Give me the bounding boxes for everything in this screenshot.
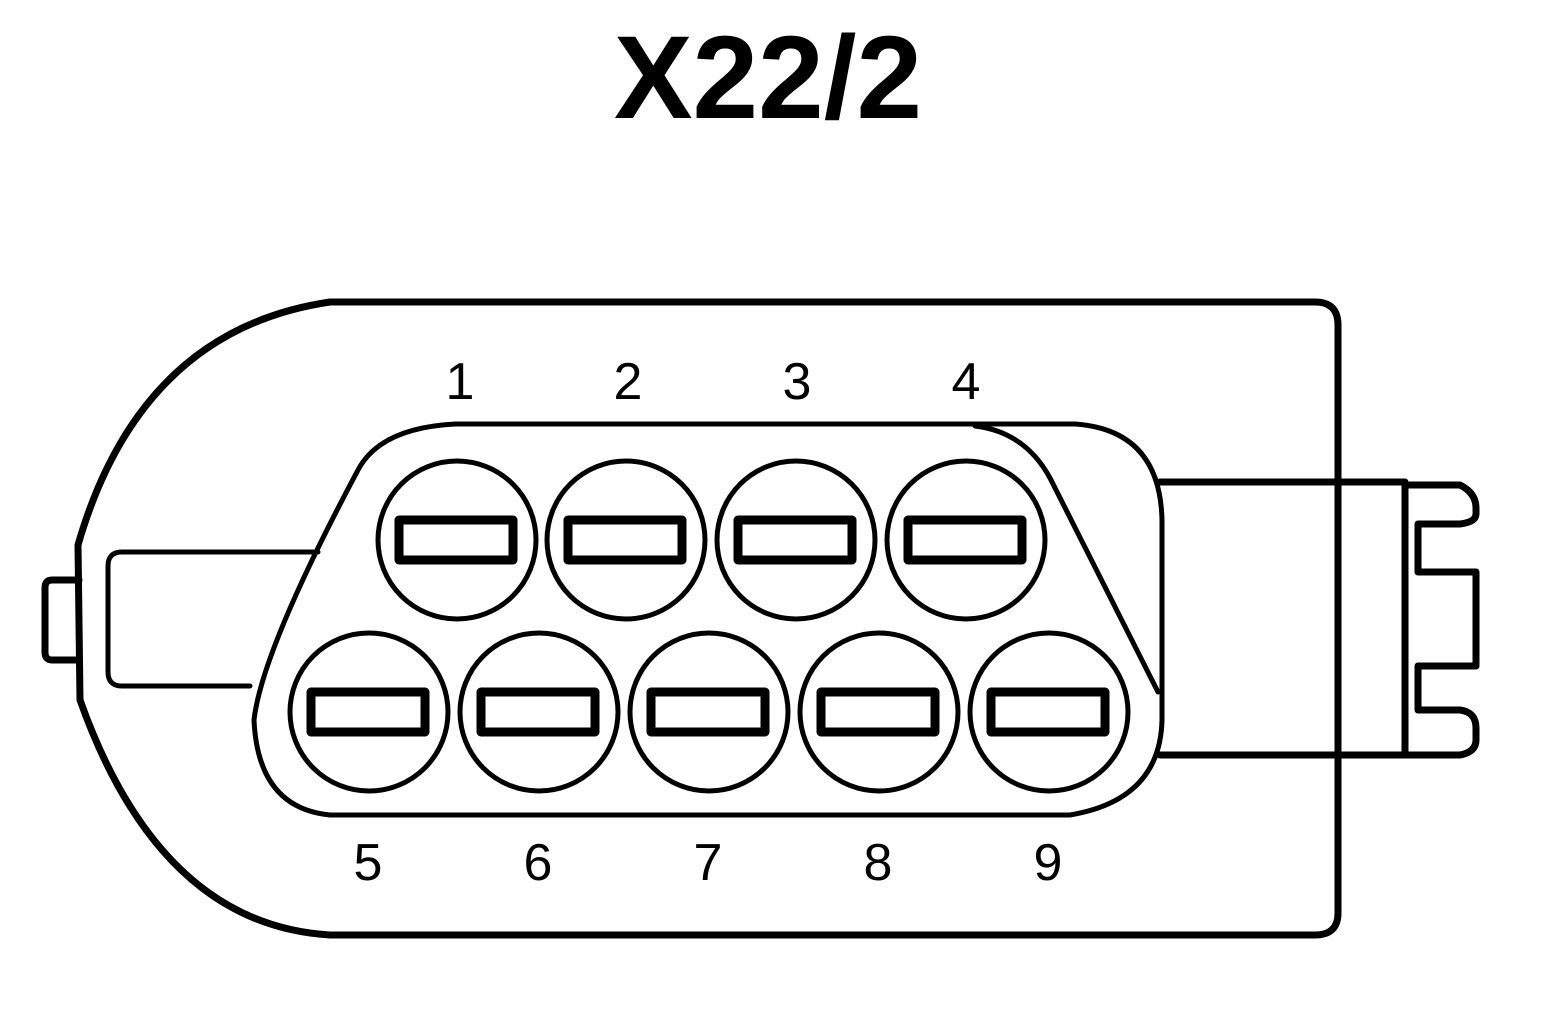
pin-cavity-outline [251,421,1165,818]
connector-housing [74,298,1342,939]
pin-4 [884,458,1048,622]
rear-lock-block [1156,478,1409,759]
pin-cavity-chamfer [972,423,1161,695]
pin-9 [967,630,1131,794]
pin-label-8: 8 [864,834,893,892]
pin-label-5: 5 [354,834,383,892]
pin-8 [797,630,961,794]
pin-label-3: 3 [783,353,812,411]
pin-3 [714,458,878,622]
rear-lock-latch [1401,481,1480,759]
pin-6 [457,630,621,794]
pin-5 [287,630,451,794]
connector-title: X22/2 [614,12,922,144]
pin-label-1: 1 [446,353,475,411]
left-latch-tab [41,576,83,664]
pin-2 [544,458,708,622]
pin-label-4: 4 [952,353,981,411]
pin-1 [375,458,539,622]
pin-label-7: 7 [694,834,723,892]
pin-label-6: 6 [524,834,553,892]
pin-label-9: 9 [1034,834,1063,892]
left-recess [105,549,321,689]
pin-7 [627,630,791,794]
pin-label-2: 2 [614,353,643,411]
